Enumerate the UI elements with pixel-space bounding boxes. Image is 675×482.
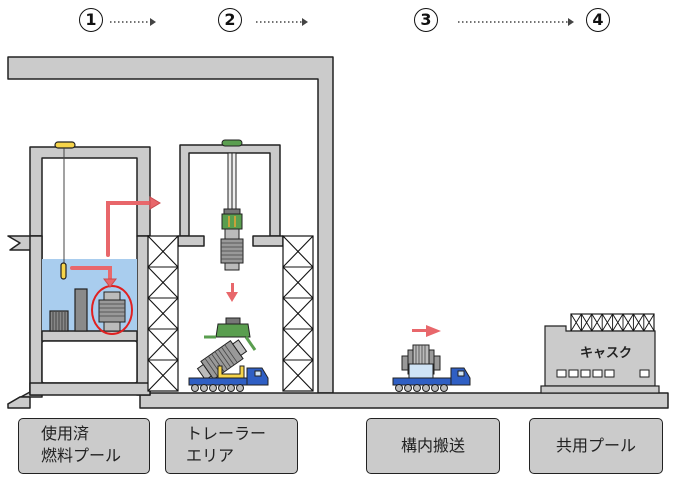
- brace: [622, 313, 634, 332]
- highlight-ring: [91, 285, 133, 335]
- transfer-arrows-pool: [70, 196, 161, 288]
- pool-crane: [54, 141, 76, 280]
- brace: [282, 328, 314, 361]
- station-label-onsite-transport: 構内搬送: [366, 418, 500, 474]
- step-2-marker: 2: [218, 8, 242, 32]
- fuel-racks: [49, 288, 88, 332]
- cradle-yellow: [217, 365, 245, 379]
- pool-floor: [41, 330, 138, 342]
- label-line: 共用プール: [555, 436, 636, 455]
- station-label-trailer-area: トレーラー エリア: [165, 418, 298, 474]
- trailer-bed: [188, 377, 250, 386]
- crane-hook-yellow: [60, 262, 67, 280]
- window: [639, 369, 650, 378]
- brace: [147, 297, 179, 330]
- cask-in-pool: [91, 285, 133, 335]
- label-line: 燃料プール: [41, 446, 122, 465]
- common-pool-building: キャスク: [540, 313, 660, 394]
- crane-grapple-green: [221, 213, 243, 230]
- station-label-spent-fuel-pool: 使用済 燃料プール: [18, 418, 150, 474]
- arrow-down: [226, 283, 238, 302]
- brace: [282, 235, 314, 268]
- label-line: 使用済: [41, 424, 90, 443]
- brace: [643, 313, 655, 332]
- brace: [282, 297, 314, 330]
- brace: [282, 359, 314, 392]
- brace: [147, 235, 179, 268]
- arrow-to-trailer-area: [106, 201, 152, 257]
- pool-building-frame: [29, 146, 151, 237]
- brace: [570, 313, 582, 332]
- step-1-marker: 1: [79, 8, 103, 32]
- cask-building-label: キャスク: [580, 346, 632, 361]
- arrowhead-icon: [568, 18, 574, 26]
- arrow-right: [426, 325, 441, 337]
- window: [604, 369, 615, 378]
- label-line: 構内搬送: [400, 436, 465, 455]
- crane-trolley-yellow: [54, 141, 76, 149]
- arrow-to-cask: [70, 266, 112, 282]
- pool-basement: [41, 340, 138, 384]
- brace: [601, 313, 613, 332]
- crane-trolley-green: [221, 139, 243, 147]
- ground-slab: [139, 392, 669, 409]
- window: [592, 369, 603, 378]
- arrowhead-icon: [150, 18, 156, 26]
- trailer-crane: [220, 139, 244, 271]
- window: [580, 369, 591, 378]
- trailer-step2: [188, 317, 269, 392]
- trailer-floor-right: [252, 235, 284, 247]
- label-line: トレーラー: [186, 424, 267, 443]
- step-4-marker: 4: [586, 8, 610, 32]
- pool-base: [29, 382, 151, 396]
- station-label-common-pool: 共用プール: [529, 418, 663, 474]
- window: [568, 369, 579, 378]
- cask-support: [408, 363, 434, 379]
- trailer-step3: [392, 325, 471, 392]
- fuel-rack-tall: [74, 288, 88, 332]
- arrowhead-icon: [302, 18, 308, 26]
- step-3-marker: 3: [414, 8, 438, 32]
- brace: [147, 266, 179, 299]
- brace: [591, 313, 603, 332]
- brace: [147, 328, 179, 361]
- label-line: エリア: [186, 446, 235, 465]
- brace: [147, 359, 179, 392]
- brace: [282, 266, 314, 299]
- window: [556, 369, 567, 378]
- brace: [581, 313, 593, 332]
- trailer-floor-left: [177, 235, 205, 247]
- brace: [612, 313, 624, 332]
- brace: [633, 313, 645, 332]
- step-connectors: [110, 18, 574, 26]
